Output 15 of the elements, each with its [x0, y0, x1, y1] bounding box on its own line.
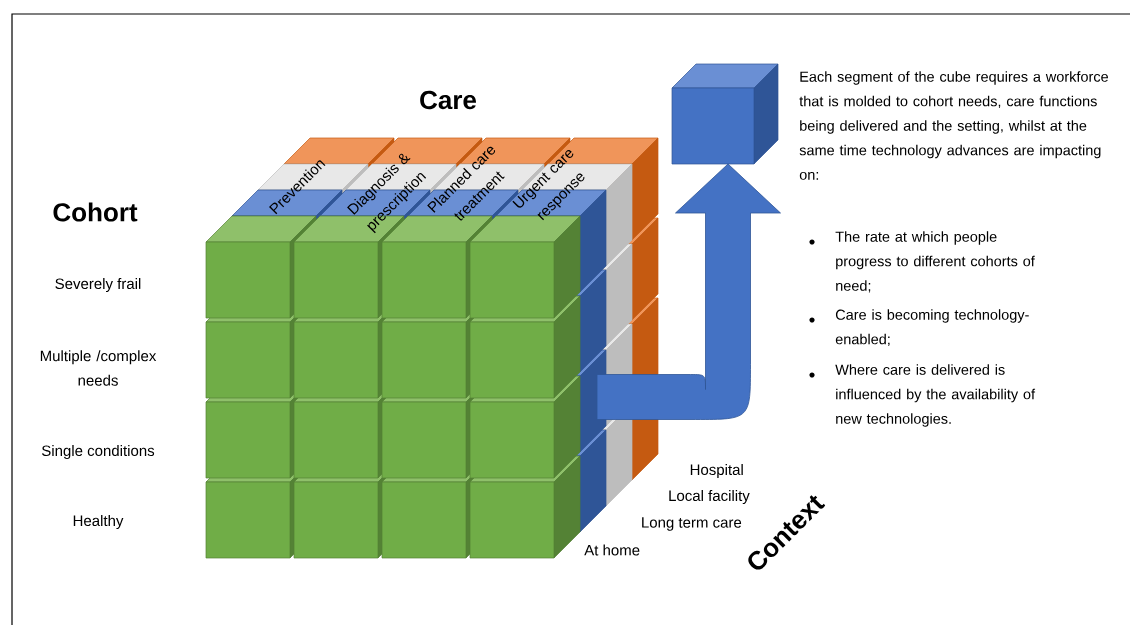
axis-title: Care: [420, 90, 476, 110]
layer-label: At home: [584, 544, 640, 556]
layer-label: Hospital: [690, 464, 743, 478]
layer-label: Long term care: [642, 517, 742, 531]
bent-arrow: [596, 163, 781, 420]
row-label: Healthy: [73, 515, 124, 529]
row-label: Single conditions: [41, 445, 155, 459]
row-label: Multiple /complex needs: [40, 350, 157, 386]
bullet-text: The rate at which people progress to different cohorts of need;: [835, 231, 1035, 293]
bullet-text: Care is becoming technology-enabled;: [835, 309, 1029, 347]
cube-icon: [671, 63, 779, 165]
axis-title: Cohort: [53, 202, 138, 222]
row-label: Severely frail: [55, 278, 141, 292]
bullet-text: Where care is delivered is influenced by the availability of new technologies.: [835, 364, 1036, 427]
description-text: Each segment of the cube requires a workforce that is molded to cohort needs, care functions being delivered and the setting, whilst at the same time technology advances are impacting on:: [799, 71, 1108, 180]
